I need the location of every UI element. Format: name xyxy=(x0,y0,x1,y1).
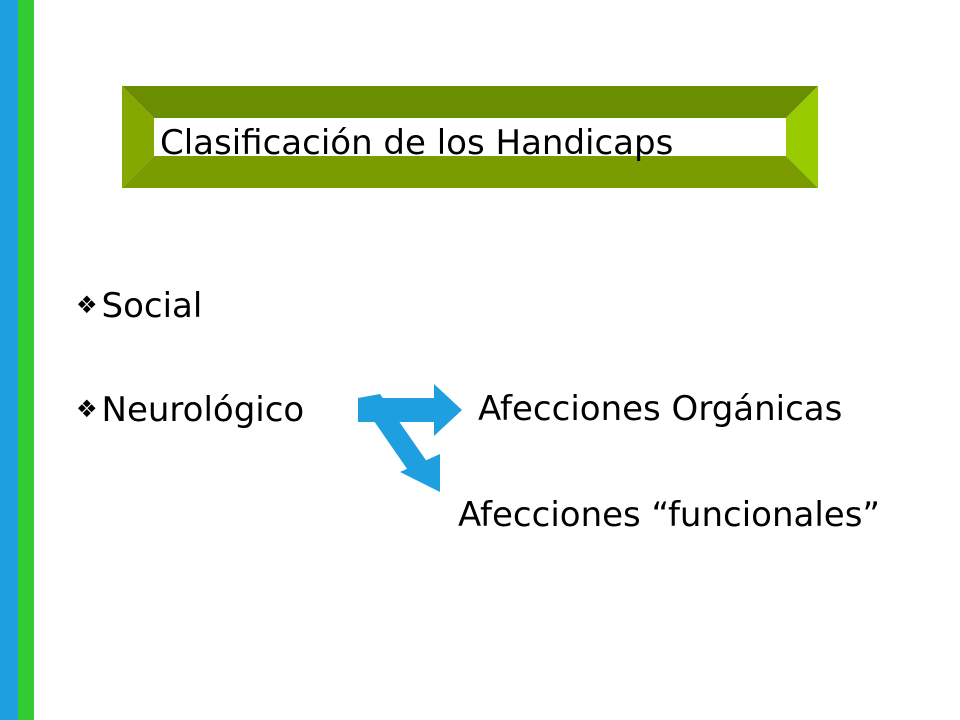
bullet-social: ❖Social xyxy=(76,282,202,329)
left-stripe-green xyxy=(18,0,34,720)
bent-double-arrow-icon xyxy=(358,384,462,492)
afecciones-organicas: Afecciones Orgánicas xyxy=(478,389,843,429)
bullet-social-label: Social xyxy=(101,286,203,326)
bullet-neurologico: ❖Neurológico xyxy=(76,386,304,433)
afecciones-funcionales: Afecciones “funcionales” xyxy=(458,495,881,535)
diamond-bullet-icon: ❖ xyxy=(76,291,98,319)
left-stripe-blue xyxy=(0,0,18,720)
page-title: Clasificación de los Handicaps xyxy=(160,123,674,163)
diamond-bullet-icon: ❖ xyxy=(76,395,98,423)
bullet-neurologico-label: Neurológico xyxy=(101,390,305,430)
title-frame xyxy=(122,86,818,188)
